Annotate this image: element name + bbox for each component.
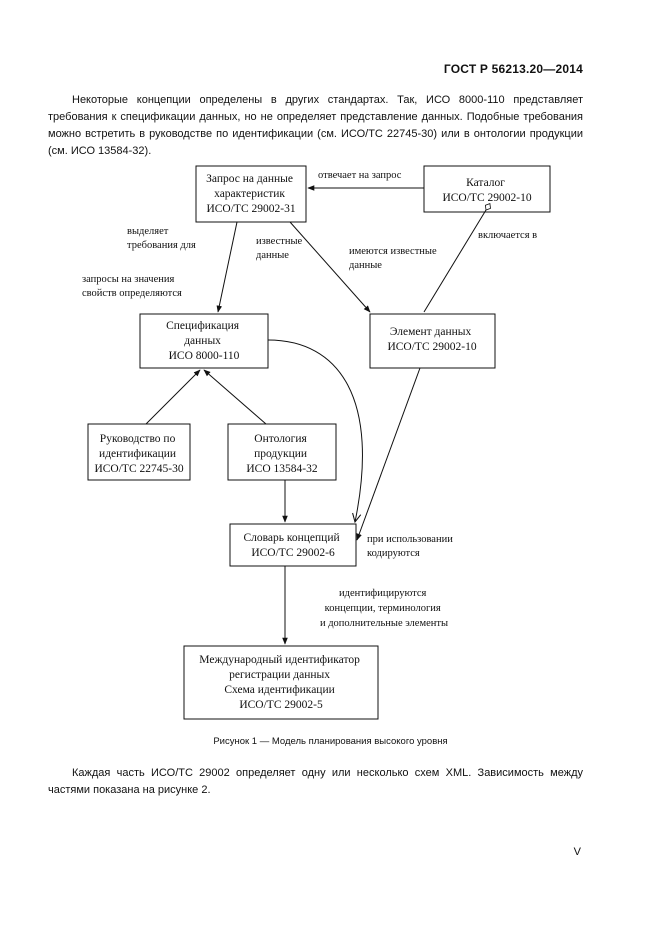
intro-paragraph-text: Некоторые концепции определены в других … [48, 94, 583, 157]
intro-paragraph: Некоторые концепции определены в других … [48, 92, 583, 160]
box-specification-text: Спецификация данных ИСО 8000-110 [166, 320, 242, 362]
label-encoded-when-used: при использовании кодируются [367, 534, 455, 559]
box-guide [87, 423, 191, 481]
box-guide-text: Руководство по идентификации ИСО/ТС 2274… [94, 433, 183, 475]
label-has-known-data: имеются известные данные [349, 246, 439, 271]
arrow-request-to-specification [216, 221, 238, 313]
page-number: V [573, 846, 581, 858]
box-ontology-text: Онтология продукции ИСО 13584-32 [246, 433, 317, 475]
box-specification [139, 313, 269, 369]
label-included-in: включается в [478, 230, 537, 241]
box-idi-text: Международный идентификатор регистрации … [199, 654, 362, 711]
box-data-element-text: Элемент данных ИСО/ТС 29002-10 [387, 326, 476, 353]
arrow-ontology-to-specification [203, 369, 267, 425]
curve-specification-to-dictionary [267, 339, 363, 522]
arrow-data-element-to-dictionary [356, 367, 421, 541]
box-dictionary [229, 523, 357, 567]
box-idi [183, 645, 379, 720]
label-identified: идентифицируются концепции, терминология… [320, 588, 448, 629]
box-catalog-text: Каталог ИСО/ТС 29002-10 [442, 177, 531, 204]
label-allocates: выделяет требования для [127, 226, 196, 251]
arrow-guide-to-specification [145, 369, 201, 425]
label-answers-request: отвечает на запрос [318, 170, 402, 181]
figure-caption: Рисунок 1 — Модель планирования высокого… [213, 736, 448, 747]
connector-data-element-to-catalog [423, 203, 491, 313]
box-ontology [227, 423, 337, 481]
arrow-request-to-data-element [289, 221, 371, 313]
box-dictionary-text: Словарь концепций ИСО/ТС 29002-6 [243, 532, 342, 559]
box-request-text: Запрос на данные характеристик ИСО/ТС 29… [206, 173, 296, 215]
closing-paragraph: Каждая часть ИСО/ТС 29002 определяет одн… [48, 765, 583, 799]
label-value-requests: запросы на значения свойств определяются [82, 274, 182, 299]
closing-paragraph-text: Каждая часть ИСО/ТС 29002 определяет одн… [48, 767, 583, 796]
box-catalog [423, 165, 551, 213]
box-request [195, 165, 307, 223]
box-data-element [369, 313, 496, 369]
document-code-header: ГОСТ Р 56213.20—2014 [443, 62, 583, 76]
label-known-data: известные данные [256, 236, 305, 261]
